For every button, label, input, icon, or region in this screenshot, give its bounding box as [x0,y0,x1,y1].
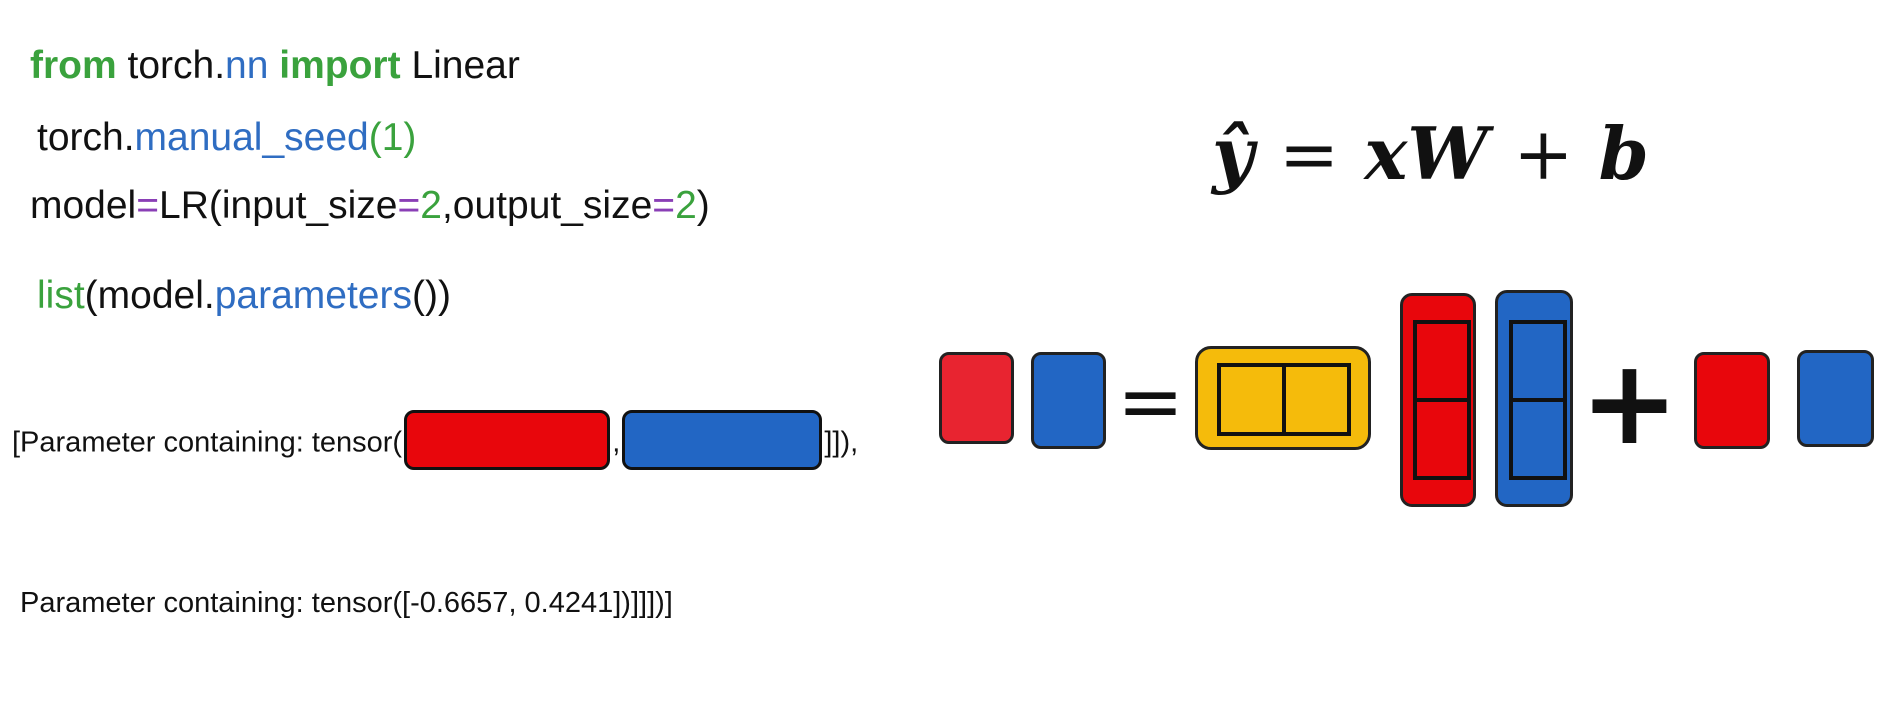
code-line-model: model=LR(input_size=2,output_size=2) [30,186,710,225]
function-name: parameters [214,274,412,317]
linear-equation: ŷ = xW + b [1212,118,1649,191]
equation-x: x [1364,111,1408,196]
code-text: Linear [400,44,520,87]
code-text: LR(input_size [159,184,398,227]
number: 1 [381,116,404,159]
code-text: torch. [116,44,226,87]
x-input-cells [1217,363,1351,436]
diagram-equals-sign: = [1117,355,1185,448]
number: 2 [420,184,442,227]
code-text: ,output_size [441,184,653,227]
weight-row-blue-block [622,410,823,470]
function-name: manual_seed [134,116,369,159]
x-input-cell [1286,367,1347,432]
equation-equals: = [1278,112,1340,196]
output-line-weights: [Parameter containing: tensor([[, []]), [12,410,859,474]
x-input-cell [1221,367,1286,432]
output-text: Parameter containing: tensor([-0.6657, 0… [20,587,673,619]
operator: = [652,184,676,227]
output-text: [Parameter containing: tensor([[ [12,426,419,459]
weight-row-red-block [404,410,611,470]
code-text: ()) [411,274,451,317]
diagram-plus-sign: + [1580,333,1679,471]
code-text: torch. [37,116,135,159]
y-hat-blue-block [1031,352,1106,449]
y-hat-symbol: ŷ [1212,111,1254,196]
code-text: (model. [84,274,215,317]
code-line-seed: torch.manual_seed(1) [37,118,416,157]
weight-cell [1513,402,1563,476]
equation-w: W [1407,111,1489,196]
keyword-import: import [268,44,401,87]
output-text: ]]), [824,426,859,459]
module-name: nn [225,44,269,87]
code-line-parameters: list(model.parameters()) [37,276,451,315]
paren: ) [403,116,417,159]
weight-cell [1417,402,1467,476]
equation-plus: + [1513,112,1574,196]
weight-column-blue-cells [1509,320,1567,480]
bias-blue-block [1797,350,1874,447]
function-name: list [37,274,85,317]
keyword-from: from [30,44,117,87]
paren: ( [368,116,382,159]
weight-cell [1513,324,1563,402]
weight-column-blue [1495,290,1573,507]
x-input-block [1195,346,1371,450]
weight-cell [1417,324,1467,402]
code-text: ) [696,184,710,227]
code-line-import: from torch.nn import Linear [30,46,520,85]
output-line-bias: Parameter containing: tensor([-0.6657, 0… [20,589,673,618]
number: 2 [675,184,697,227]
operator: = [397,184,421,227]
operator: = [136,184,160,227]
weight-column-red-cells [1413,320,1471,480]
bias-red-block [1694,352,1770,449]
equation-b: b [1598,111,1649,196]
code-text: model [30,184,137,227]
weight-column-red [1400,293,1476,507]
y-hat-red-block [939,352,1014,444]
